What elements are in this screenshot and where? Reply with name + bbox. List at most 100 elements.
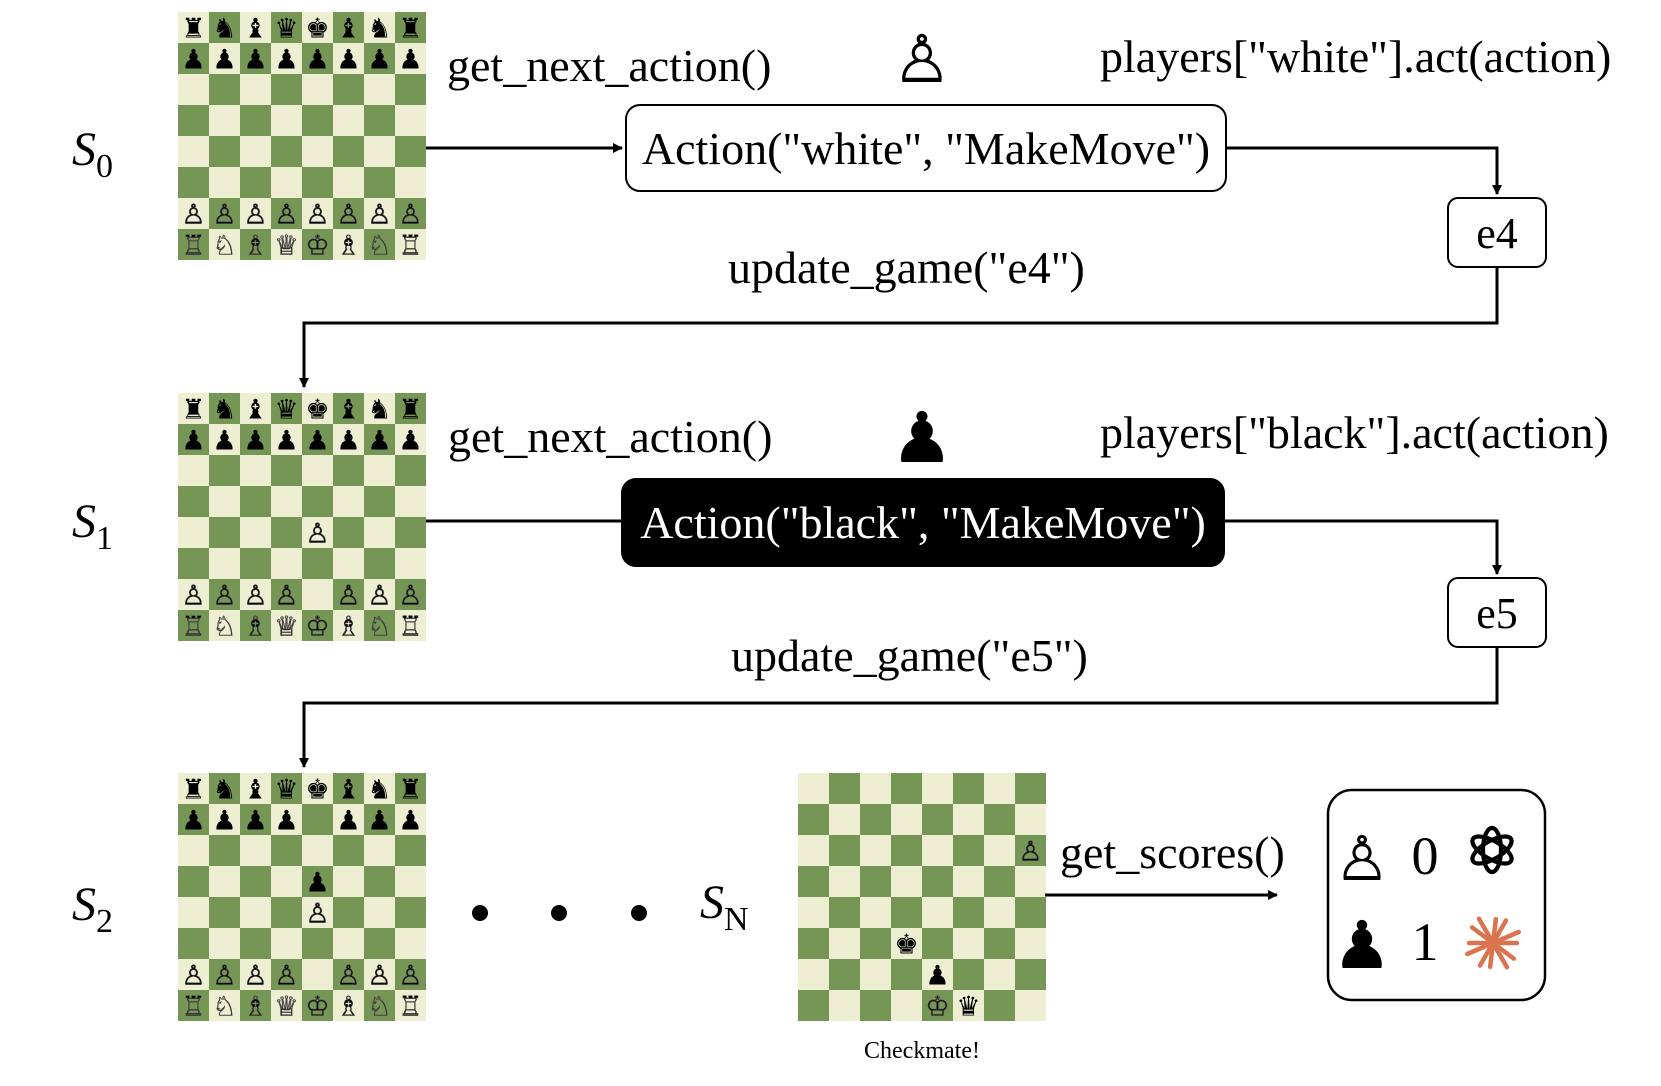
board-square <box>302 136 333 167</box>
board-square <box>953 959 984 990</box>
board-square <box>209 517 240 548</box>
white-king-icon: ♔ <box>925 992 949 1023</box>
claude-logo-ray <box>1490 940 1510 970</box>
board-square <box>333 424 364 455</box>
board-square <box>395 455 426 486</box>
board-square <box>302 579 333 610</box>
board-square <box>395 897 426 928</box>
svg-text:S1: S1 <box>72 495 113 557</box>
white-pawn-icon: ♙ <box>274 961 298 992</box>
board-square <box>984 990 1015 1021</box>
board-square <box>395 74 426 105</box>
board-square <box>333 548 364 579</box>
board-square <box>178 990 209 1021</box>
board-square <box>240 12 271 43</box>
white-pawn-icon: ♙ <box>305 899 329 930</box>
board-square <box>798 990 829 1021</box>
board-square <box>891 866 922 897</box>
board-square <box>209 229 240 260</box>
board-square <box>364 990 395 1021</box>
black-pawn-icon: ♟ <box>243 806 267 837</box>
board-square <box>364 74 395 105</box>
board-square <box>271 773 302 804</box>
white-bishop-icon: ♗ <box>243 612 267 643</box>
board-square <box>333 229 364 260</box>
board-square <box>333 43 364 74</box>
white-pawn-icon: ♙ <box>1018 837 1042 868</box>
board-square <box>364 897 395 928</box>
white-pawn-icon: ♙ <box>181 200 205 231</box>
board-square <box>178 928 209 959</box>
board-square <box>891 928 922 959</box>
board-square <box>364 455 395 486</box>
white-rook-icon: ♖ <box>398 231 422 262</box>
board-square <box>240 136 271 167</box>
board-square <box>922 866 953 897</box>
board-square <box>209 804 240 835</box>
board-square <box>209 167 240 198</box>
black-score: 1 <box>1412 912 1439 972</box>
black-pawn-icon: ♟ <box>336 426 360 457</box>
board-square <box>364 43 395 74</box>
board-square <box>209 928 240 959</box>
board-square <box>1015 897 1046 928</box>
white-pawn-icon: ♙ <box>212 581 236 612</box>
black-pawn-icon: ♟ <box>367 45 391 76</box>
board-square <box>798 866 829 897</box>
board-square <box>891 835 922 866</box>
black-pawn-icon: ♟ <box>181 426 205 457</box>
update-game-label-e5: update_game("e5") <box>731 630 1088 681</box>
board-square <box>1015 835 1046 866</box>
board-square <box>333 393 364 424</box>
board-square <box>178 167 209 198</box>
arrow-action-to-move-e4 <box>1226 146 1502 195</box>
white-pawn-icon: ♙ <box>336 961 360 992</box>
board-square <box>178 105 209 136</box>
board-square <box>271 105 302 136</box>
board-square <box>395 928 426 959</box>
board-square <box>302 74 333 105</box>
black-pawn-icon: ♟ <box>367 806 391 837</box>
white-pawn-icon: ♙ <box>243 961 267 992</box>
board-square <box>240 198 271 229</box>
board-square <box>302 229 333 260</box>
board-square <box>395 990 426 1021</box>
white-pawn-icon: ♙ <box>181 961 205 992</box>
board-square <box>860 773 891 804</box>
black-rook-icon: ♜ <box>181 14 205 45</box>
board-square <box>922 990 953 1021</box>
chessboard-sn: ♙♚♟♔♛ <box>798 773 1046 1023</box>
black-pawn-icon: ♟ <box>181 45 205 76</box>
board-square <box>240 804 271 835</box>
white-pawn-icon: ♙ <box>274 200 298 231</box>
board-square <box>209 12 240 43</box>
board-square <box>178 455 209 486</box>
move-text-e4: e4 <box>1476 209 1518 258</box>
white-rook-icon: ♖ <box>398 992 422 1023</box>
white-queen-icon: ♕ <box>274 231 298 262</box>
black-rook-icon: ♜ <box>181 775 205 806</box>
board-square <box>302 610 333 641</box>
board-square <box>178 229 209 260</box>
black-bishop-icon: ♝ <box>243 14 267 45</box>
board-square <box>240 959 271 990</box>
board-square <box>860 928 891 959</box>
board-square <box>333 74 364 105</box>
state-label-s2: S2 <box>72 878 113 940</box>
board-square <box>798 959 829 990</box>
board-square <box>953 804 984 835</box>
board-square <box>395 548 426 579</box>
board-square <box>364 959 395 990</box>
board-square <box>333 897 364 928</box>
white-king-icon: ♔ <box>305 612 329 643</box>
black-king-icon: ♚ <box>305 395 329 426</box>
board-square <box>984 866 1015 897</box>
board-square <box>364 167 395 198</box>
board-square <box>240 610 271 641</box>
board-square <box>395 835 426 866</box>
board-square <box>922 804 953 835</box>
black-knight-icon: ♞ <box>212 14 236 45</box>
board-square <box>240 897 271 928</box>
board-square <box>364 610 395 641</box>
board-square <box>271 517 302 548</box>
